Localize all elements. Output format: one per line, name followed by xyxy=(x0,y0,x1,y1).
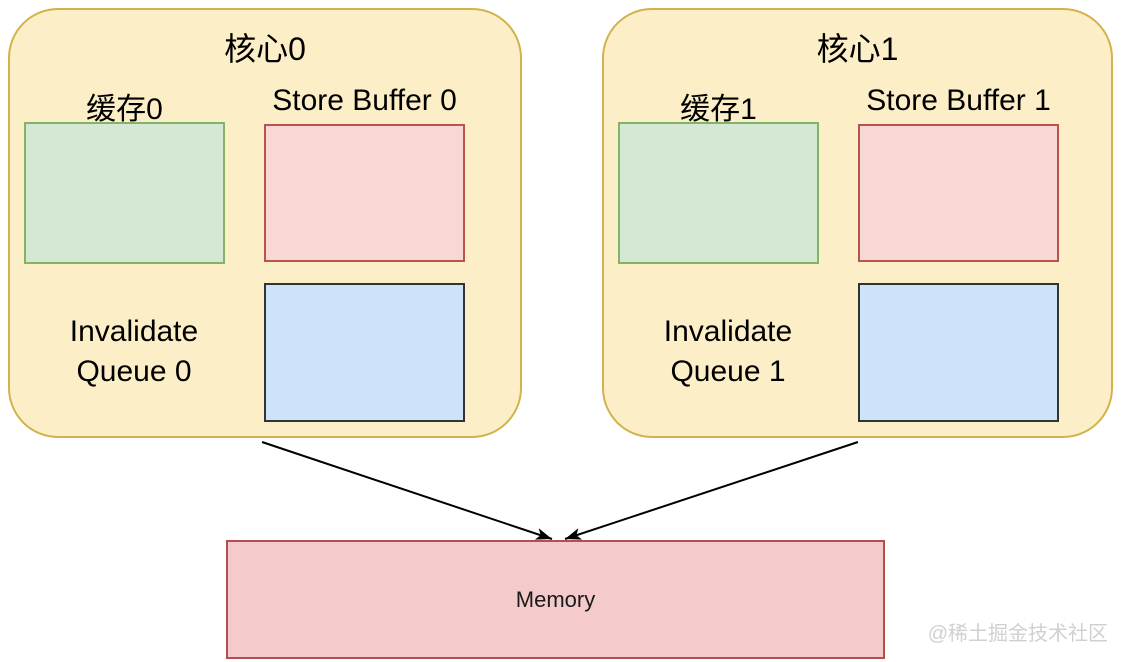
invalidate-queue-1-label-line2: Queue 1 xyxy=(670,355,786,388)
cache-0-box xyxy=(24,122,225,264)
invalidate-queue-0-label-line1: Invalidate xyxy=(69,315,199,348)
core-0-container: 核心0 缓存0 Store Buffer 0 Invalidate Queue … xyxy=(8,8,522,438)
cache-1-label: 缓存1 xyxy=(680,93,757,126)
invalidate-queue-0-label-line2: Queue 0 xyxy=(76,355,192,388)
invalidate-queue-1-box xyxy=(858,283,1059,422)
core-0-to-memory-arrow xyxy=(261,441,553,540)
core-1-container: 核心1 缓存1 Store Buffer 1 Invalidate Queue … xyxy=(602,8,1113,438)
store-buffer-1-box xyxy=(858,124,1059,262)
store-buffer-1-label: Store Buffer 1 xyxy=(866,84,1051,117)
memory-box: Memory xyxy=(226,540,885,659)
invalidate-queue-1-label: Invalidate Queue 1 xyxy=(608,312,848,392)
memory-label: Memory xyxy=(515,586,596,612)
store-buffer-0-label: Store Buffer 0 xyxy=(272,84,457,117)
core-0-title: 核心0 xyxy=(224,31,306,67)
core-1-title: 核心1 xyxy=(816,31,899,67)
invalidate-queue-0-label: Invalidate Queue 0 xyxy=(14,312,254,392)
core-1-to-memory-arrow xyxy=(564,441,859,540)
watermark: @稀土掘金技术社区 xyxy=(927,623,1108,645)
cache-1-box xyxy=(618,122,819,264)
invalidate-queue-0-box xyxy=(264,283,465,422)
cache-0-label: 缓存0 xyxy=(86,93,163,126)
invalidate-queue-1-label-line1: Invalidate xyxy=(663,315,793,348)
store-buffer-0-box xyxy=(264,124,465,262)
